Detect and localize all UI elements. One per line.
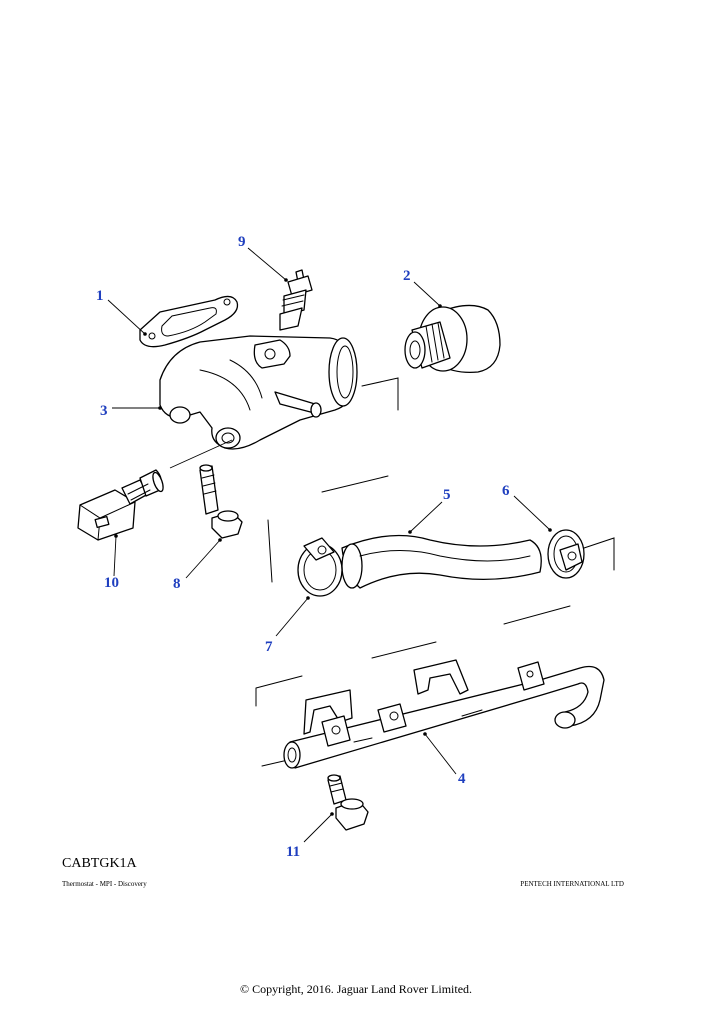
hose-clip-left	[297, 537, 343, 597]
callout-7: 7	[265, 639, 273, 655]
callout-9: 9	[238, 234, 246, 250]
callout-5: 5	[443, 487, 451, 503]
thermostat-housing-part	[159, 335, 399, 450]
temperature-sender-part	[279, 269, 313, 331]
temperature-sensor-part	[77, 439, 233, 541]
callout-6: 6	[502, 483, 510, 499]
callout-4: 4	[458, 771, 466, 787]
callout-10: 10	[104, 575, 119, 591]
copyright-notice: © Copyright, 2016. Jaguar Land Rover Lim…	[239, 982, 473, 996]
callout-2: 2	[403, 268, 411, 284]
callout-11: 11	[286, 844, 300, 860]
callout-1: 1	[96, 288, 104, 304]
callout-3: 3	[100, 403, 108, 419]
publisher-caption: PENTECH INTERNATIONAL LTD	[520, 880, 624, 888]
hose-clip-right	[547, 529, 585, 579]
diagram-caption: Thermostat - MPI - Discovery	[62, 880, 147, 888]
coolant-pipe-part	[283, 659, 605, 769]
pipe-bolt-part	[327, 774, 369, 831]
diagram-code: CABTGK1A	[62, 856, 137, 871]
callout-8: 8	[173, 576, 181, 592]
thermostat-part	[404, 304, 501, 373]
leader-lines	[107, 247, 552, 843]
reference-lines	[255, 475, 615, 767]
bolt-part	[199, 464, 243, 539]
gasket-part	[139, 295, 239, 348]
coolant-hose-part	[341, 534, 542, 589]
